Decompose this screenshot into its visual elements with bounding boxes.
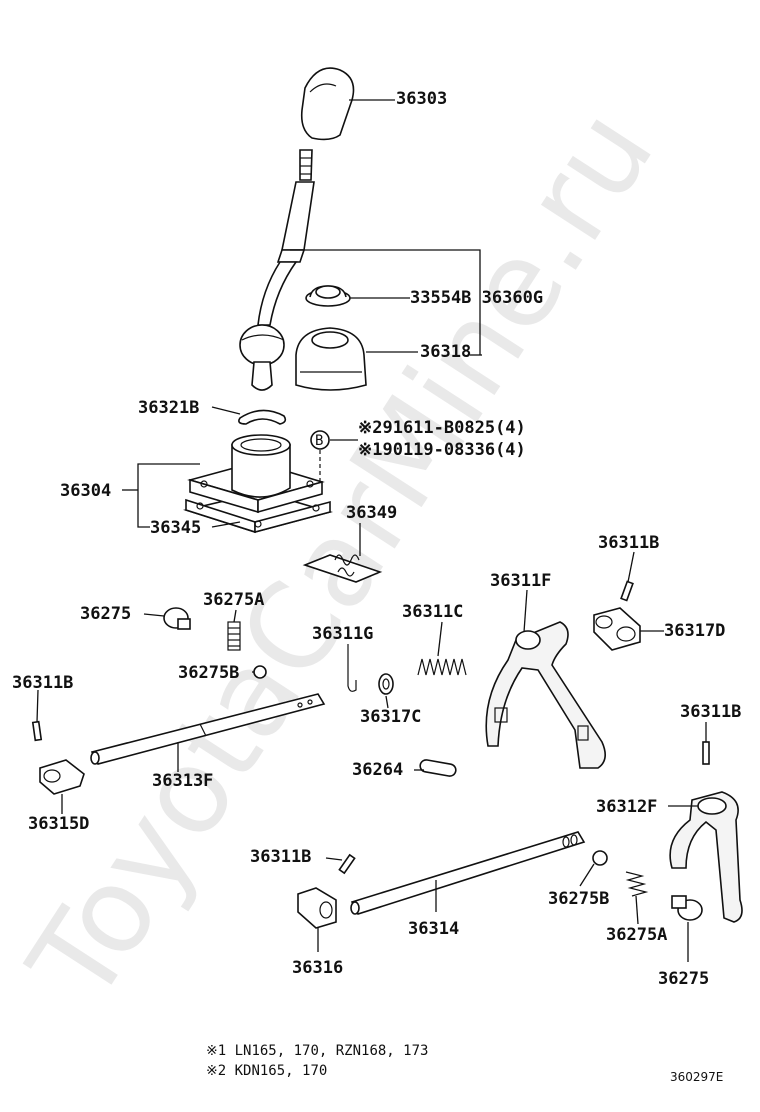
label-36317d: 36317D — [664, 621, 725, 641]
label-36275b-left: 36275B — [178, 663, 239, 683]
label-36275a-right: 36275A — [606, 925, 667, 945]
interlock-pin-36264 — [419, 759, 457, 777]
ball-36275b-left — [253, 665, 267, 679]
shift-fork-36311f — [485, 621, 606, 769]
label-36311b-a: 36311B — [598, 533, 659, 553]
diagram-code: 360297E — [670, 1070, 723, 1084]
bolt-note-2: ※291611-B0825(4) — [358, 418, 526, 438]
roll-pin-3 — [702, 741, 710, 765]
label-36318: 36318 — [420, 342, 471, 362]
clip-36311g — [347, 644, 357, 692]
label-36314: 36314 — [408, 919, 459, 939]
shift-head-36316 — [297, 887, 337, 929]
label-36313f: 36313F — [152, 771, 213, 791]
label-36315d: 36315D — [28, 814, 89, 834]
label-33554b-36360g: 33554B 36360G — [410, 288, 543, 308]
snap-ring — [238, 409, 287, 425]
label-36304: 36304 — [60, 481, 111, 501]
bolt-note-1: ※190119-08336(4) — [358, 440, 526, 460]
label-36275-right: 36275 — [658, 969, 709, 989]
roll-pin-4 — [338, 853, 356, 875]
label-36311b-mid: 36311B — [250, 847, 311, 867]
spring-36275a-right — [625, 871, 649, 897]
roll-pin-2 — [31, 720, 43, 742]
ball-36275b-right — [592, 850, 608, 866]
plug-36275-left — [163, 607, 191, 630]
spring-36311c — [417, 658, 467, 676]
label-36317c: 36317C — [360, 707, 421, 727]
label-36311g: 36311G — [312, 624, 373, 644]
dust-boot-small — [305, 285, 351, 307]
label-36321b: 36321B — [138, 398, 199, 418]
footnote-2: ※2 KDN165, 170 — [206, 1063, 327, 1079]
plug-36275-right — [671, 895, 703, 921]
label-36311b-left: 36311B — [12, 673, 73, 693]
label-36275-left: 36275 — [80, 604, 131, 624]
shift-lever-retainer — [183, 434, 333, 534]
shift-head-36317d — [593, 607, 641, 651]
washer-36317c — [378, 673, 394, 695]
label-36303: 36303 — [396, 89, 447, 109]
shift-head-36315d — [39, 759, 85, 795]
spring-clip — [302, 554, 383, 583]
label-36275a-left: 36275A — [203, 590, 264, 610]
footnote-1: ※1 LN165, 170, RZN168, 173 — [206, 1043, 428, 1059]
label-36311f: 36311F — [490, 571, 551, 591]
label-36264: 36264 — [352, 760, 403, 780]
label-36275b-right: 36275B — [548, 889, 609, 909]
label-36311b-right: 36311B — [680, 702, 741, 722]
shift-shaft-36313f — [90, 693, 326, 765]
roll-pin-1 — [620, 580, 634, 602]
label-36345: 36345 — [150, 518, 201, 538]
label-36312f: 36312F — [596, 797, 657, 817]
bolt-marker-letter: B — [315, 433, 323, 449]
shift-lever — [239, 149, 315, 391]
shift-shaft-36314 — [350, 831, 586, 915]
bolt-marker-circle — [310, 430, 330, 450]
label-36316: 36316 — [292, 958, 343, 978]
label-36349: 36349 — [346, 503, 397, 523]
label-36311c: 36311C — [402, 602, 463, 622]
shift-boot — [295, 327, 367, 391]
shift-fork-36312f — [669, 791, 743, 923]
shift-knob — [300, 67, 355, 141]
